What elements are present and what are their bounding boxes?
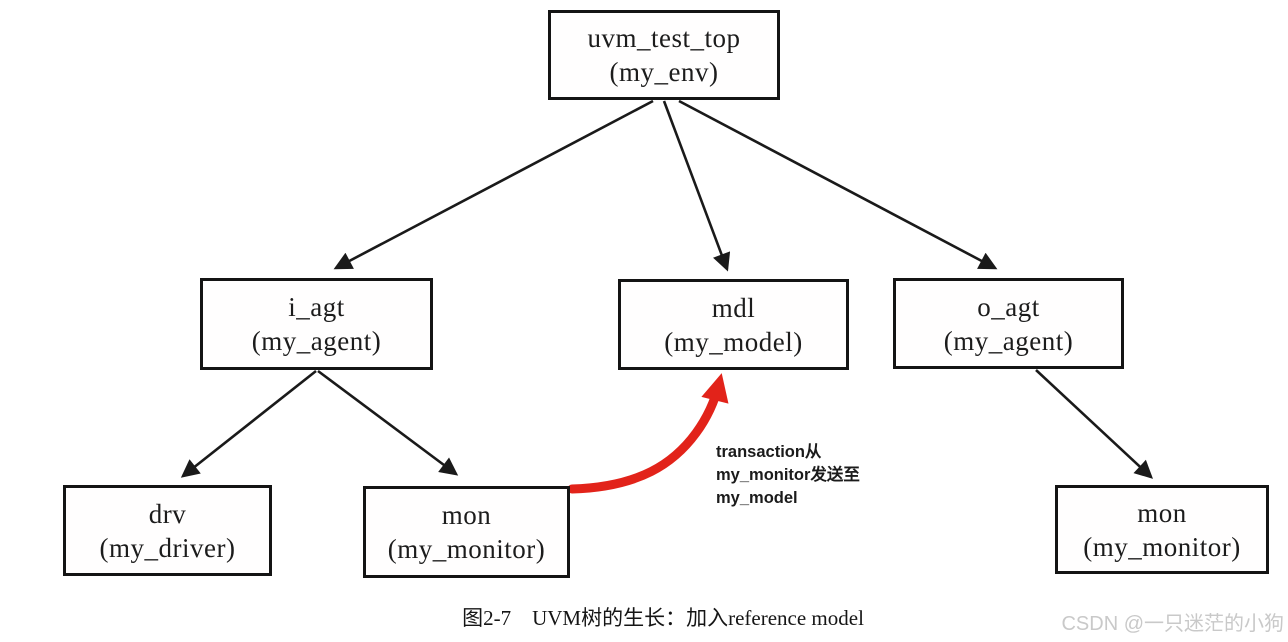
arrow-top-to-iagt <box>333 99 654 270</box>
arrow-iagt-to-drv <box>180 369 317 478</box>
node-o-agt-name: o_agt <box>977 291 1040 322</box>
node-o-agt-class: (my_agent) <box>943 325 1074 356</box>
node-mdl-name: mdl <box>711 292 756 323</box>
node-i-agt: i_agt (my_agent) <box>200 278 433 370</box>
figure-caption: 图2-7 UVM树的生长：加入reference model <box>462 606 864 630</box>
annotation-line-3: my_model <box>716 489 798 507</box>
arrow-top-to-oagt <box>678 99 998 270</box>
node-mdl-class: (my_model) <box>664 326 803 357</box>
node-mon-input-name: mon <box>441 500 492 530</box>
annotation-line-2: my_monitor发送至 <box>716 466 860 484</box>
node-mdl: mdl (my_model) <box>618 279 849 370</box>
node-i-agt-class: (my_agent) <box>251 326 382 356</box>
node-o-agt: o_agt (my_agent) <box>893 278 1124 369</box>
red-arrow-annotation: transaction从 my_monitor发送至 my_model <box>716 441 860 510</box>
annotation-line-1: transaction从 <box>716 443 822 461</box>
node-mon-output-class: (my_monitor) <box>1083 531 1241 562</box>
node-mon-input: mon (my_monitor) <box>363 486 570 578</box>
node-uvm-test-top-name: uvm_test_top <box>587 23 741 53</box>
node-uvm-test-top-class: (my_env) <box>609 57 719 87</box>
node-i-agt-name: i_agt <box>288 292 345 322</box>
node-mon-input-class: (my_monitor) <box>387 534 546 564</box>
node-uvm-test-top: uvm_test_top (my_env) <box>548 10 780 100</box>
node-drv: drv (my_driver) <box>63 485 272 576</box>
arrow-iagt-to-mon <box>317 369 459 476</box>
node-mon-output: mon (my_monitor) <box>1055 485 1269 574</box>
arrow-top-to-mdl <box>662 100 731 272</box>
arrow-oagt-to-mon <box>1035 369 1153 479</box>
node-mon-output-name: mon <box>1137 497 1187 528</box>
red-freehand-arrow-mon-to-mdl <box>567 373 729 494</box>
node-drv-name: drv <box>148 498 187 529</box>
node-drv-class: (my_driver) <box>99 532 236 563</box>
csdn-watermark: CSDN @一只迷茫的小狗 <box>1061 613 1284 635</box>
